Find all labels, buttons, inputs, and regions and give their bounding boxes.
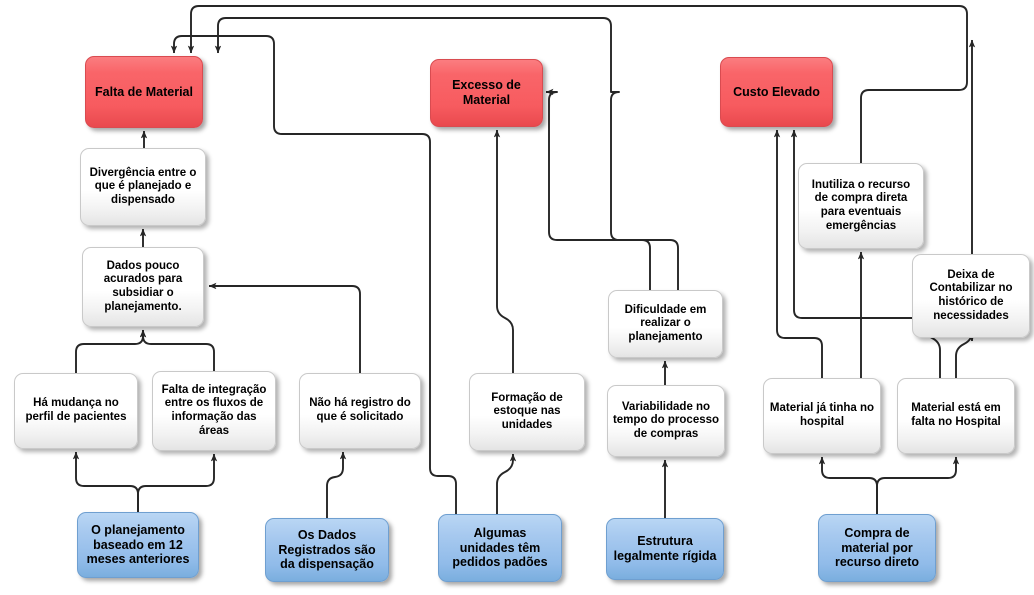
node-divergencia[interactable]: Divergência entre o que é planejado e di… [80,148,206,226]
node-label: Custo Elevado [733,84,820,99]
node-label: Compra de material por recurso direto [834,525,920,570]
node-label: Formação de estoque nas unidades [491,391,563,431]
edge-plan12-to-integracao [137,453,218,512]
node-pedidos-padroes[interactable]: Algumas unidades têm pedidos padões [438,514,562,582]
node-label: Divergência entre o que é planejado e di… [89,166,197,206]
node-falta-integracao[interactable]: Falta de integração entre os fluxos de i… [152,371,276,451]
edge-dispensacao-to-registro [326,451,347,518]
edge-integracao-to-dados [139,329,215,371]
node-label: Há mudança no perfil de pacientes [25,397,127,423]
node-label: Estrutura legalmente rígida [613,534,717,563]
edge-dificuldade-to-excesso [545,88,651,290]
node-label: Inutiliza o recurso de compra direta par… [811,178,911,232]
edge-compra-to-ja-tinha [818,456,878,514]
node-mudanca-perfil[interactable]: Há mudança no perfil de pacientes [14,373,138,449]
node-material-ja-tinha[interactable]: Material já tinha no hospital [763,378,881,454]
node-label: Excesso de Material [452,78,521,107]
node-formacao-estoque[interactable]: Formação de estoque nas unidades [469,373,585,451]
edge-plan12-to-mudanca [72,451,139,512]
node-dados-pouco-acurados[interactable]: Dados pouco acurados para subsidiar o pl… [82,247,204,327]
edge-registro-to-dados [208,282,361,373]
node-nao-ha-registro[interactable]: Não há registro do que é solicitado [299,373,421,449]
edge-formacao-to-excesso [493,129,514,373]
node-planejamento-12meses[interactable]: O planejamento baseado em 12 meses anter… [77,512,199,578]
node-label: Falta de Material [95,84,193,99]
node-material-em-falta[interactable]: Material está em falta no Hospital [897,378,1015,454]
node-custo-elevado[interactable]: Custo Elevado [720,57,833,127]
node-falta-material[interactable]: Falta de Material [85,56,203,128]
node-compra-recurso-direto[interactable]: Compra de material por recurso direto [818,514,936,582]
edge-em-falta-to-deixa [955,331,976,378]
node-inutiliza-recurso[interactable]: Inutiliza o recurso de compra direta par… [798,163,924,249]
node-variabilidade-tempo[interactable]: Variabilidade no tempo do processo de co… [607,385,725,457]
node-label: Dificuldade em realizar o planejamento [624,303,707,343]
node-dificuldade-planejar[interactable]: Dificuldade em realizar o planejamento [608,290,723,358]
node-label: Dados pouco acurados para subsidiar o pl… [103,259,183,313]
node-label: Deixa de Contabilizar no histórico de ne… [929,268,1013,322]
node-estrutura-rigida[interactable]: Estrutura legalmente rígida [606,518,724,580]
node-label: Falta de integração entre os fluxos de i… [161,383,267,437]
node-excesso-material[interactable]: Excesso de Material [430,59,543,127]
node-label: Material já tinha no hospital [769,402,875,428]
edge-compra-to-em-falta [876,456,960,514]
node-dados-dispensacao[interactable]: Os Dados Registrados são da dispensação [265,518,389,582]
node-label: Variabilidade no tempo do processo de co… [612,400,720,440]
edge-inutiliza-to-falta-material [187,5,968,163]
node-deixa-contabilizar[interactable]: Deixa de Contabilizar no histórico de ne… [912,254,1030,338]
node-label: Material está em falta no Hospital [911,402,1001,428]
node-label: Não há registro do que é solicitado [309,397,411,423]
edge-mudanca-to-dados [75,329,147,373]
node-label: O planejamento baseado em 12 meses anter… [86,522,190,567]
node-label: Os Dados Registrados são da dispensação [278,527,376,572]
node-label: Algumas unidades têm pedidos padões [452,525,548,570]
edge-padroes-to-formacao [496,453,517,514]
